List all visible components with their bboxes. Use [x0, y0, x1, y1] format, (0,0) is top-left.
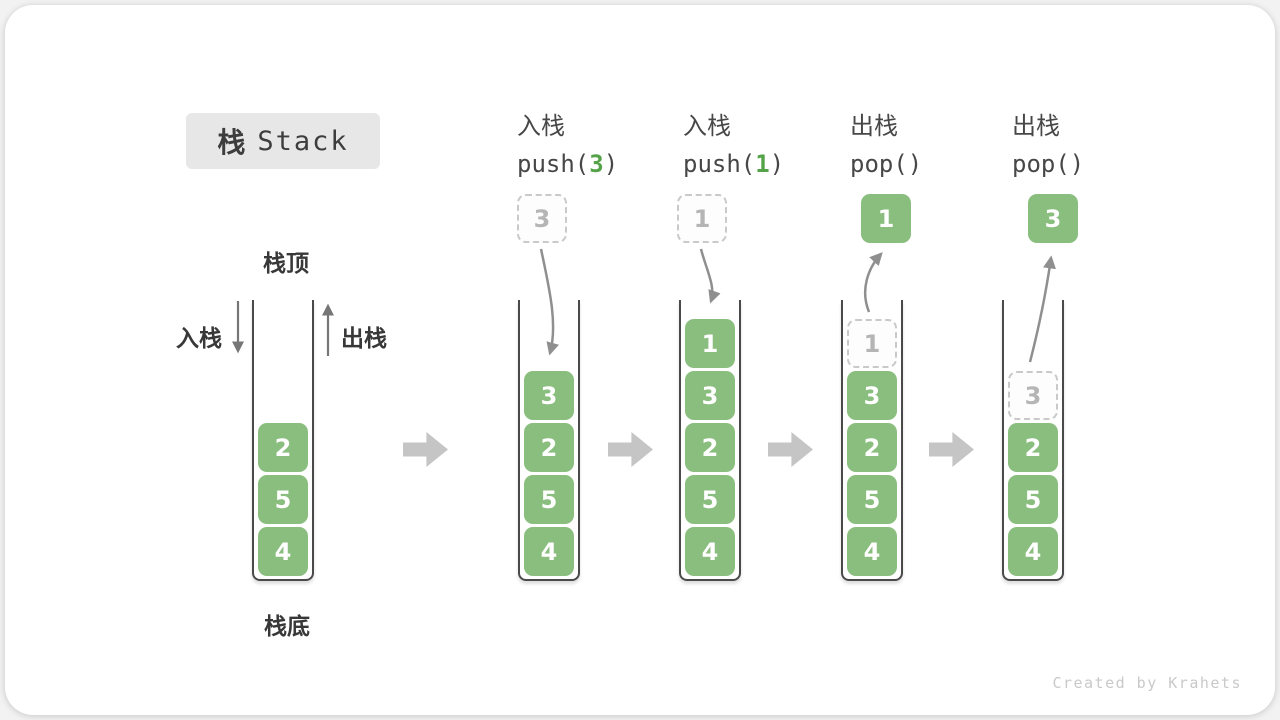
stack-block: 5	[524, 475, 574, 524]
stack-block: 5	[847, 475, 897, 524]
stack-block: 4	[1008, 527, 1058, 576]
stack-block: 5	[685, 475, 735, 524]
next-state-arrow-icon	[403, 432, 448, 467]
next-state-arrow-icon	[608, 432, 653, 467]
stack-top-label: 栈顶	[263, 250, 309, 276]
op-label-push-3: 入栈 push(3)	[517, 106, 618, 178]
stack-block: 2	[847, 423, 897, 472]
op-name: 出栈	[850, 113, 898, 140]
incoming-value-box: 1	[677, 194, 727, 243]
op-code: push(1)	[683, 150, 785, 178]
pop-direction-label: 出栈	[341, 325, 387, 351]
popped-value-box: 1	[861, 194, 911, 243]
stack-block: 5	[1008, 475, 1058, 524]
next-state-arrow-icon	[929, 432, 974, 467]
diagram-title: 栈 Stack	[186, 113, 380, 169]
op-label-pop-1: 出栈 pop()	[850, 106, 922, 178]
stack-block: 4	[685, 527, 735, 576]
stack-block: 3	[685, 371, 735, 420]
op-name: 入栈	[517, 113, 565, 140]
op-code: pop()	[850, 150, 923, 178]
stack-bottom-label: 栈底	[264, 613, 310, 639]
stack-block: 4	[524, 527, 574, 576]
stack-block: 3	[524, 371, 574, 420]
stack-block: 2	[685, 423, 735, 472]
op-code: pop()	[1012, 150, 1085, 178]
stack-block: 4	[258, 527, 308, 576]
op-label-pop-2: 出栈 pop()	[1012, 106, 1084, 178]
op-name: 出栈	[1012, 113, 1060, 140]
op-code: push(3)	[517, 150, 619, 178]
stack-block: 3	[847, 371, 897, 420]
next-state-arrow-icon	[768, 432, 813, 467]
stack-block: 2	[1008, 423, 1058, 472]
title-en: Stack	[257, 125, 349, 157]
stack-block: 2	[258, 423, 308, 472]
stack-block: 5	[258, 475, 308, 524]
popped-value-box: 3	[1028, 194, 1078, 243]
stack-slot-ghost: 1	[847, 319, 897, 368]
incoming-value-box: 3	[517, 194, 567, 243]
stack-block: 4	[847, 527, 897, 576]
title-cn: 栈	[217, 127, 246, 158]
push-1-curve-arrow-icon	[699, 248, 721, 304]
stack-slot-ghost: 3	[1008, 371, 1058, 420]
op-name: 入栈	[683, 113, 731, 140]
op-label-push-1: 入栈 push(1)	[683, 106, 784, 178]
stack-block: 2	[524, 423, 574, 472]
push-direction-label: 入栈	[176, 325, 222, 351]
credit-text: Created by Krahets	[1052, 674, 1242, 692]
stack-block: 1	[685, 319, 735, 368]
